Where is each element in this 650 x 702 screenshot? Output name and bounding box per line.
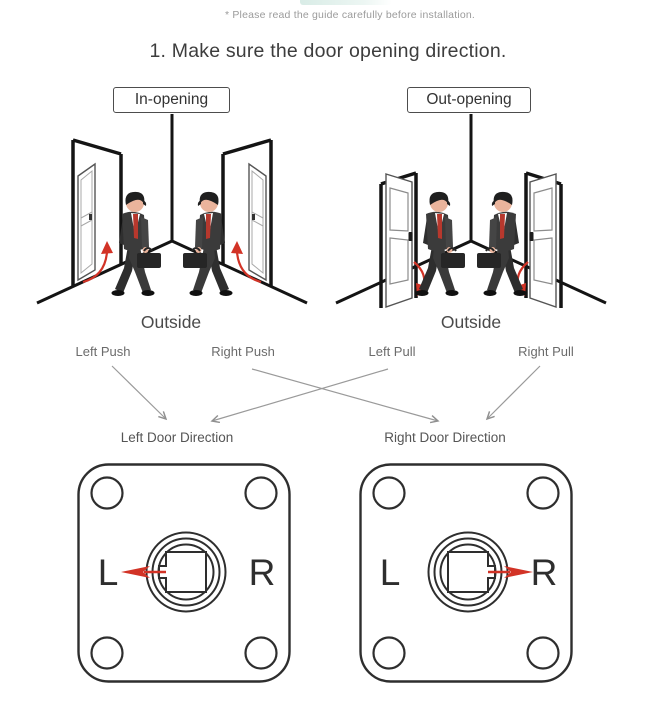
letter-l: L: [380, 552, 401, 593]
outside-label-out: Outside: [440, 312, 502, 332]
spindle-hole-left-notch: [158, 551, 207, 593]
arrow-pointing-left-icon: [121, 566, 166, 578]
in-opening-tag: In-opening: [113, 87, 230, 113]
out-opening-illustration: [335, 114, 607, 309]
mapping-arrow-left-push: [111, 365, 166, 419]
right-push-label: Right Push: [211, 344, 275, 359]
mapping-arrow-right-pull: [487, 365, 541, 419]
screw-holes: [372, 476, 560, 670]
right-door-direction-title: Right Door Direction: [384, 430, 506, 445]
letter-r: R: [249, 552, 276, 593]
room-corner-lines: [335, 114, 607, 305]
in-opening-illustration: [36, 114, 308, 305]
spindle-hole-right-notch: [447, 551, 496, 593]
direction-mapping-arrows: [111, 365, 541, 430]
mapping-arrow-right-push: [251, 368, 438, 421]
left-push-label: Left Push: [75, 344, 131, 359]
right-door-lock-plate-diagram: L R: [359, 463, 573, 683]
left-pull-label: Left Pull: [368, 344, 416, 359]
out-opening-tag: Out-opening: [407, 87, 531, 113]
room-corner-lines: [36, 114, 308, 305]
screw-holes: [90, 476, 278, 670]
guide-note: * Please read the guide carefully before…: [224, 9, 476, 21]
mapping-arrow-left-pull: [212, 368, 389, 421]
section-divider-remnant: [300, 0, 392, 5]
right-pull-label: Right Pull: [518, 344, 574, 359]
arrow-pointing-right-icon: [488, 566, 533, 578]
letter-r: R: [531, 552, 558, 593]
left-door-direction-title: Left Door Direction: [120, 430, 234, 445]
letter-l: L: [98, 552, 119, 593]
left-door-lock-plate-diagram: L R: [77, 463, 291, 683]
page-title: 1. Make sure the door opening direction.: [149, 40, 507, 62]
outside-label-in: Outside: [140, 312, 202, 332]
